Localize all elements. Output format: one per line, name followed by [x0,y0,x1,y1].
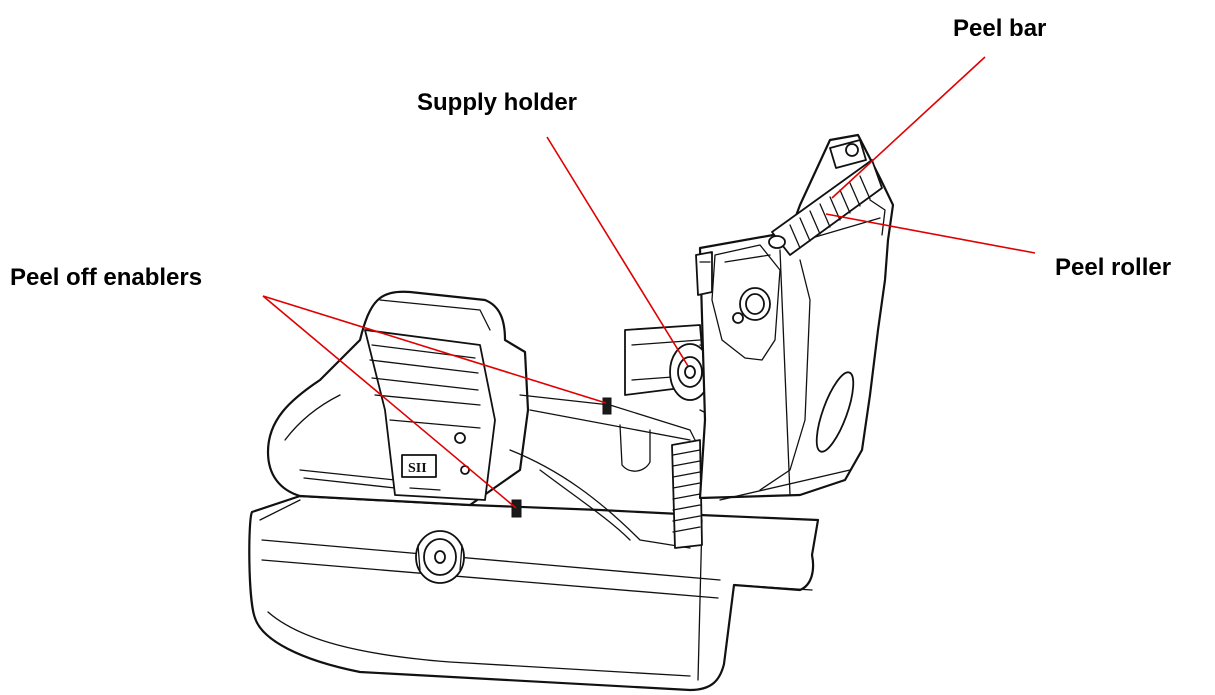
head-marking-label: SII [408,461,427,476]
leader-supply-holder [546,136,689,367]
leader-peel-bar [831,56,986,199]
label-peel-bar: Peel bar [953,15,1046,42]
label-peel-roller: Peel roller [1055,254,1171,281]
peel-roller-assembly [768,139,883,256]
leader-peel-enabler-right [262,295,607,404]
leader-peel-enabler-left [262,295,517,509]
print-head-assembly: SII [364,329,496,501]
peel-off-enabler-left [511,499,522,518]
leader-peel-roller [825,213,1036,254]
printer-base [248,494,820,692]
peel-off-enabler-right [602,397,612,415]
front-knob [415,530,465,584]
label-supply-holder: Supply holder [417,89,577,116]
printer-lid [695,133,895,501]
callout-leaders [262,56,1036,509]
spring-column [671,439,703,549]
label-peel-off-enablers: Peel off enablers [10,264,202,291]
callout-labels: Peel bar Supply holder Peel off enablers… [10,15,1171,291]
printer-illustration: SII [248,133,895,692]
